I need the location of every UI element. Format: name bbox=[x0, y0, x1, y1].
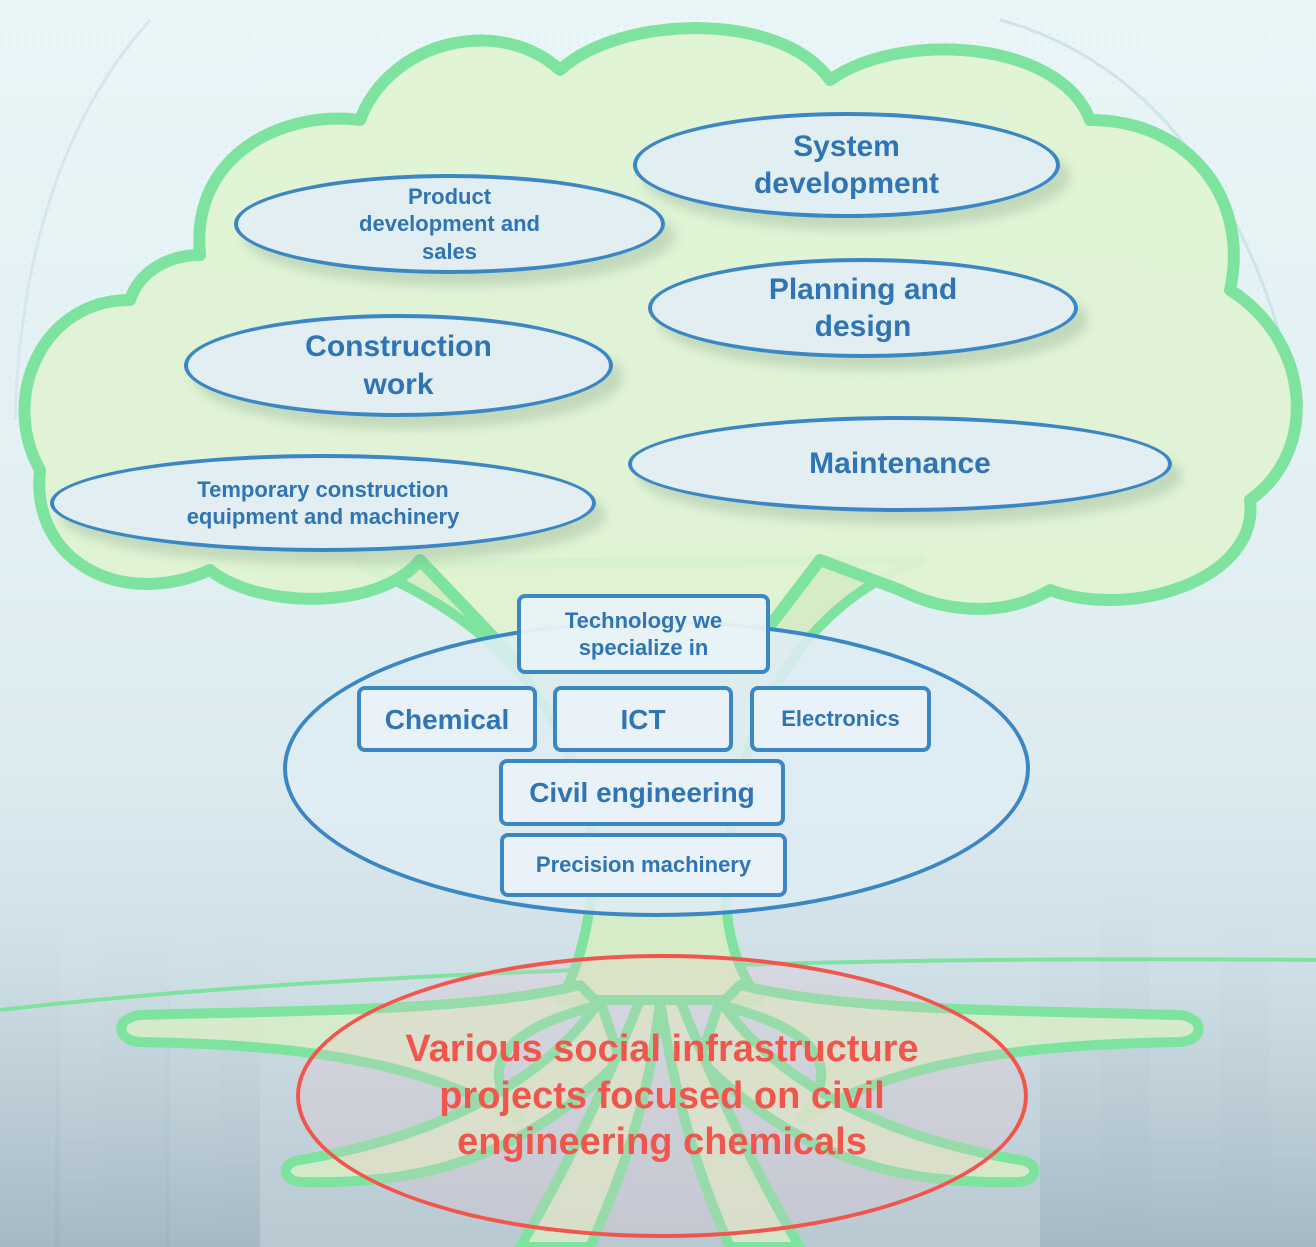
system-development-oval: System development bbox=[633, 112, 1060, 218]
ict-box: ICT bbox=[553, 686, 733, 752]
ict-label: ICT bbox=[620, 703, 666, 735]
construction-work-oval: Construction work bbox=[184, 314, 613, 417]
planning-design-label: Planning and design bbox=[768, 272, 958, 344]
chemical-label: Chemical bbox=[384, 703, 510, 735]
electronics-label: Electronics bbox=[781, 706, 900, 732]
roots-oval: Various social infrastructure projects f… bbox=[296, 954, 1028, 1238]
product-development-label: Product development and sales bbox=[359, 183, 540, 264]
temporary-equipment-label: Temporary construction equipment and mac… bbox=[186, 476, 460, 530]
civil-engineering-box: Civil engineering bbox=[499, 759, 785, 826]
chemical-box: Chemical bbox=[357, 686, 537, 752]
temporary-equipment-oval: Temporary construction equipment and mac… bbox=[50, 454, 596, 552]
technology-heading-box: Technology we specialize in bbox=[517, 594, 770, 674]
product-development-oval: Product development and sales bbox=[234, 174, 665, 274]
precision-machinery-box: Precision machinery bbox=[500, 833, 787, 897]
maintenance-label: Maintenance bbox=[809, 447, 991, 481]
precision-machinery-label: Precision machinery bbox=[535, 852, 752, 878]
city-skyline bbox=[0, 880, 1316, 1247]
system-development-label: System development bbox=[753, 129, 940, 201]
roots-label: Various social infrastructure projects f… bbox=[405, 1028, 919, 1164]
background-arc bbox=[13, 18, 152, 421]
civil-engineering-label: Civil engineering bbox=[529, 777, 755, 808]
construction-work-label: Construction work bbox=[305, 330, 492, 401]
electronics-box: Electronics bbox=[750, 686, 931, 752]
planning-design-oval: Planning and design bbox=[648, 258, 1078, 358]
maintenance-oval: Maintenance bbox=[628, 416, 1172, 512]
technology-heading-label: Technology we specialize in bbox=[564, 607, 723, 661]
